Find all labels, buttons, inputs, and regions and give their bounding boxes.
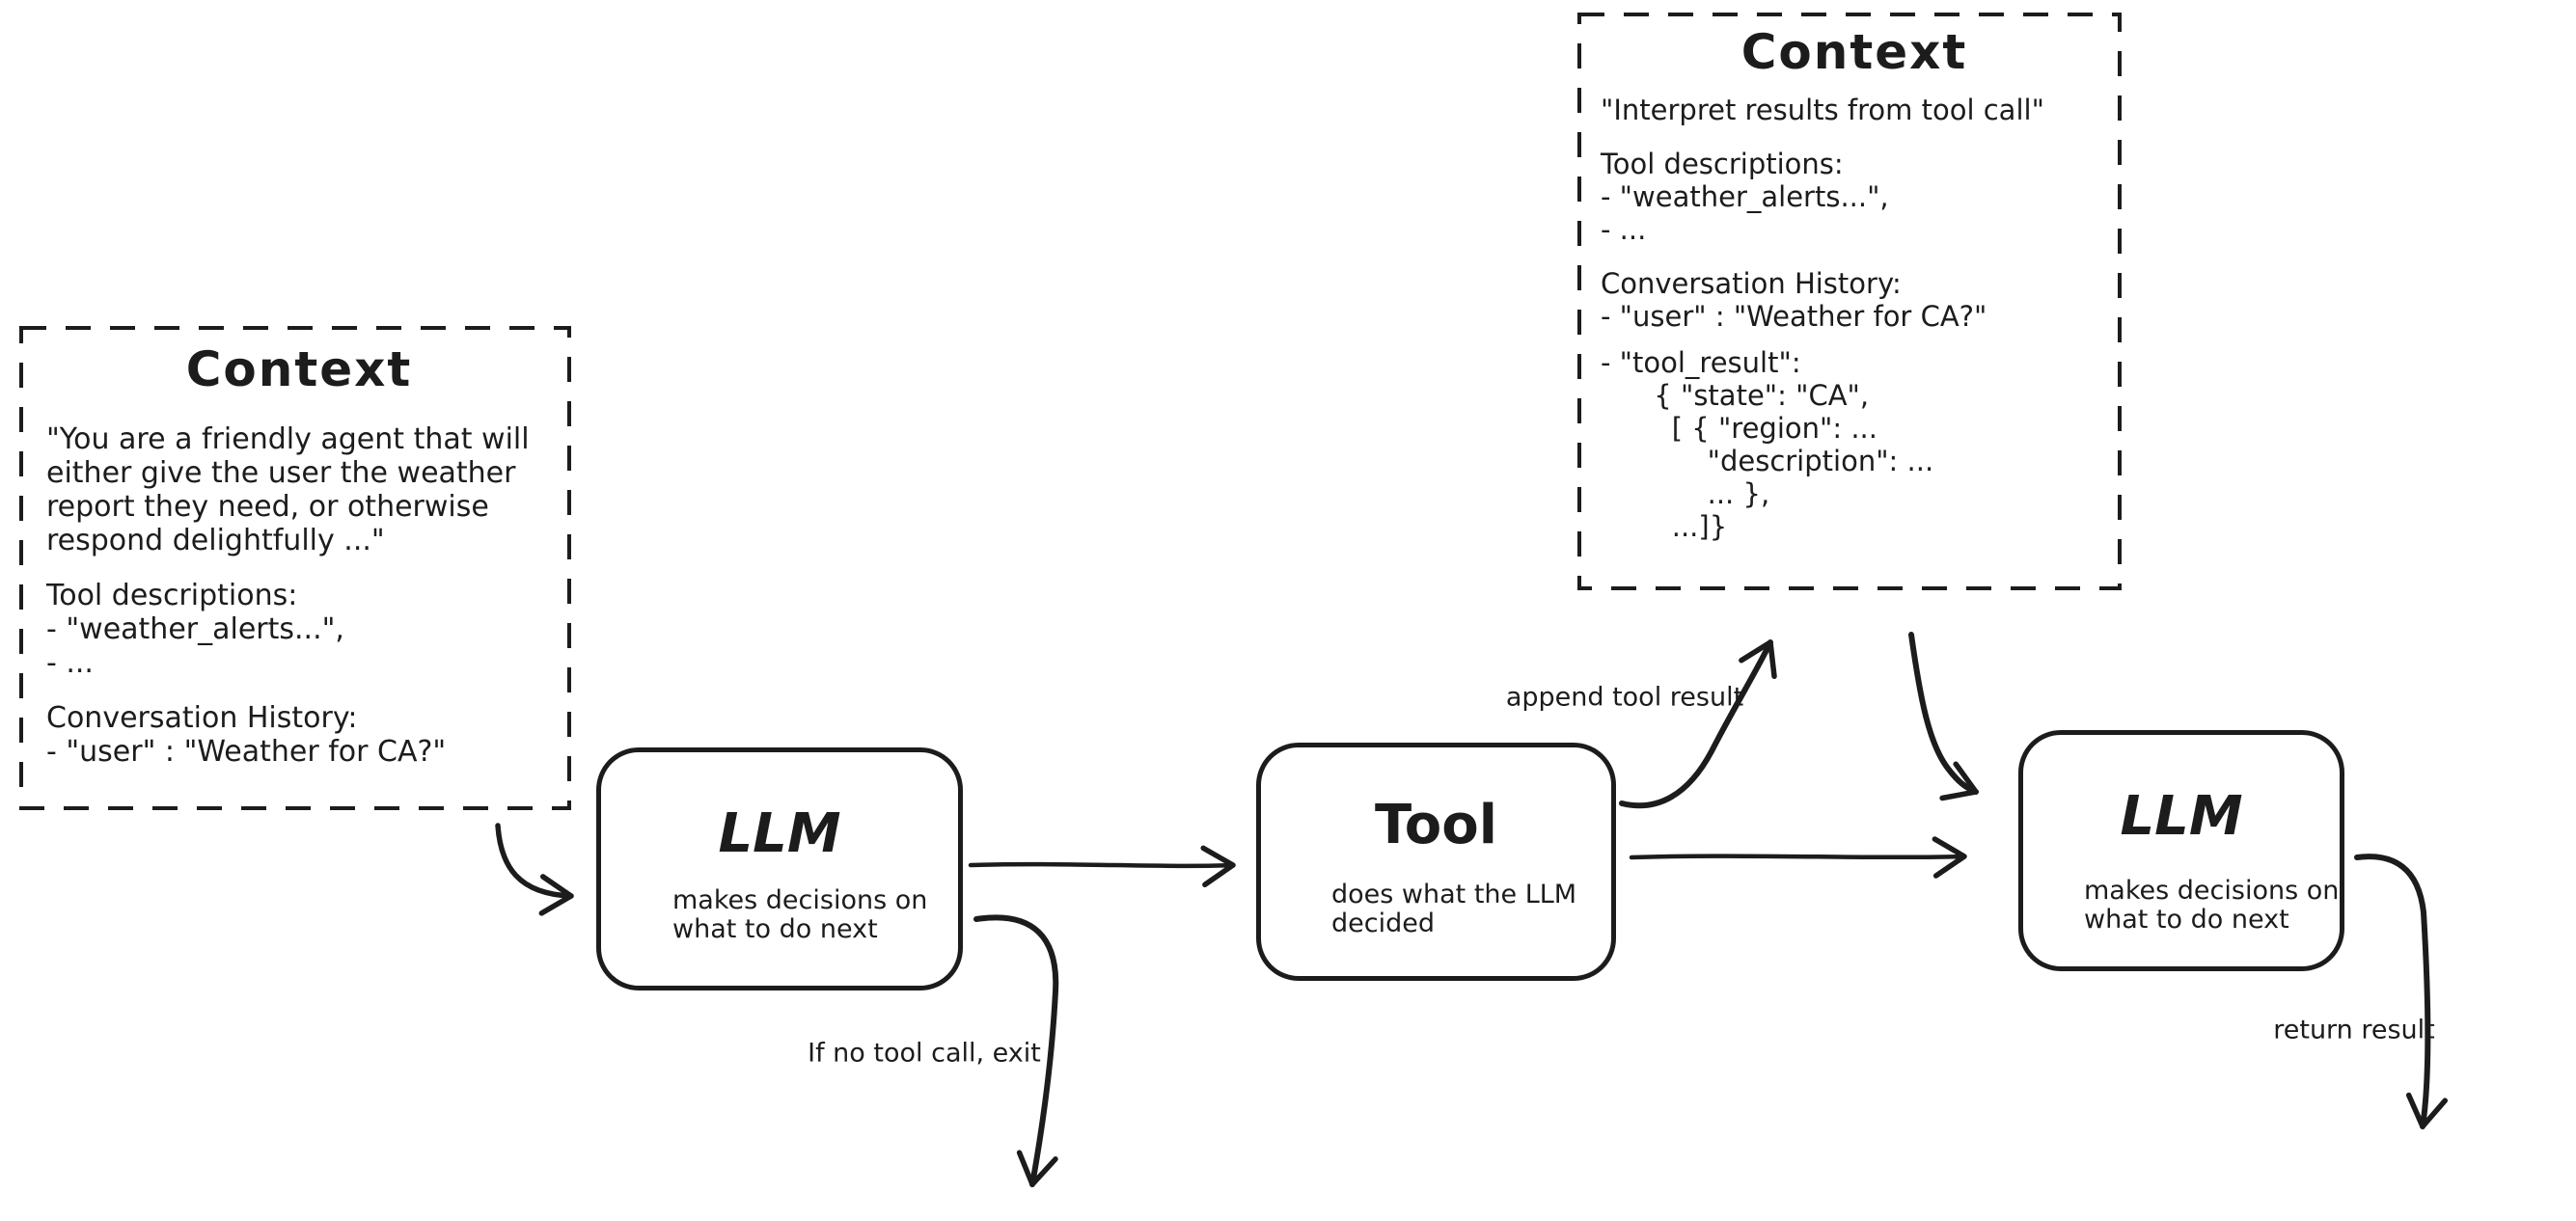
context-box-1-system-prompt: "You are a friendly agent that will eith… [46, 422, 530, 557]
arrow-llm1-exit [973, 914, 1059, 1187]
context-box-1-conversation-history: Conversation History: - "user" : "Weathe… [46, 701, 447, 769]
edge-label-if-no-tool-call-exit: If no tool call, exit [808, 1038, 1041, 1069]
arrow-tool-to-context2 [1619, 639, 1777, 809]
llm-node-2-subtitle: makes decisions on what to do next [2084, 876, 2340, 935]
llm-node-1-title: LLM [718, 802, 841, 865]
context-box-2-title: Context [1740, 24, 1968, 80]
llm-node-2: LLM makes decisions on what to do next [2018, 730, 2344, 971]
arrow-context1-to-llm1 [495, 823, 574, 916]
context-box-2-tool-result: - "tool_result": { "state": "CA", [ { "r… [1601, 346, 1934, 543]
context-box-2-conversation-history: Conversation History: - "user" : "Weathe… [1601, 267, 1987, 333]
context-box-1-title: Context [185, 341, 413, 397]
context-box-2-instruction: "Interpret results from tool call" [1601, 94, 2044, 126]
context-box-2-tool-descriptions: Tool descriptions: - "weather_alerts..."… [1601, 148, 1889, 246]
edge-label-append-tool-result: append tool result [1505, 682, 1744, 713]
arrow-context2-to-llm2 [1908, 632, 1979, 801]
tool-node: Tool does what the LLM decided [1256, 743, 1616, 981]
llm-node-1-subtitle: makes decisions on what to do next [672, 885, 928, 944]
context-box-2-border [1577, 13, 2122, 590]
edge-label-return-result: return result [2273, 1015, 2435, 1045]
context-box-1: Context "You are a friendly agent that w… [21, 328, 569, 769]
context-box-2: Context "Interpret results from tool cal… [1579, 14, 2120, 543]
arrow-llm1-to-tool [968, 845, 1236, 888]
llm-node-1: LLM makes decisions on what to do next [596, 747, 963, 990]
tool-node-title: Tool [1375, 794, 1497, 856]
context-box-1-border [19, 326, 571, 810]
tool-node-subtitle: does what the LLM decided [1331, 880, 1577, 938]
context-box-1-tool-descriptions: Tool descriptions: - "weather_alerts..."… [46, 579, 344, 680]
arrow-llm2-return-result [2354, 854, 2449, 1129]
arrow-tool-to-llm2 [1629, 836, 1967, 879]
llm-node-2-title: LLM [2120, 785, 2243, 848]
